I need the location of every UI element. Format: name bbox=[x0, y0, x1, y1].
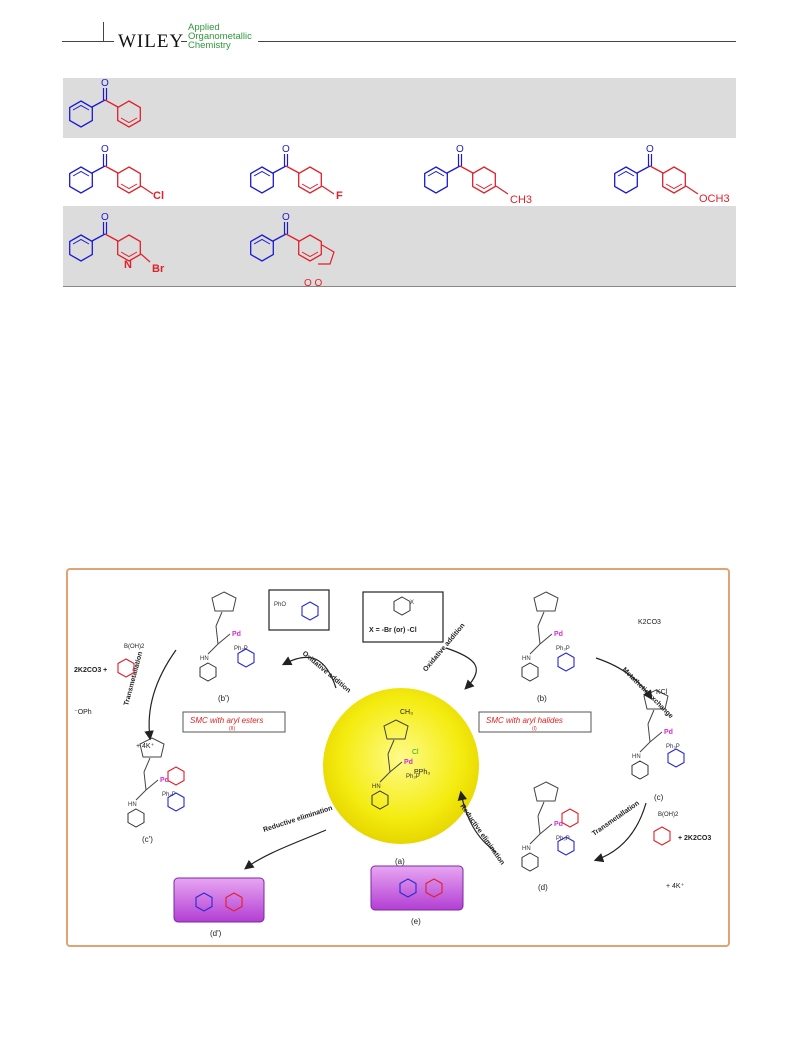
journal-title: Applied Organometallic Chemistry bbox=[188, 22, 252, 51]
methoxy-structure: OCH3 bbox=[615, 144, 730, 205]
benzodioxole-structure: O O bbox=[251, 212, 335, 289]
svg-text:X = -Br (or) -Cl: X = -Br (or) -Cl bbox=[369, 627, 417, 634]
arrow-oxadd-left bbox=[281, 656, 337, 689]
arrow-metathetic bbox=[595, 657, 653, 700]
table-row-1 bbox=[63, 78, 736, 138]
svg-text:(c): (c) bbox=[654, 793, 664, 802]
svg-text:OCH3: OCH3 bbox=[699, 193, 730, 205]
svg-text:(b'): (b') bbox=[218, 694, 230, 703]
svg-text:(c'): (c') bbox=[142, 835, 153, 844]
header-tick bbox=[103, 22, 104, 42]
benzophenone-structure bbox=[70, 78, 141, 127]
arrow-oxadd-right bbox=[445, 647, 477, 690]
svg-text:Reductive elimination: Reductive elimination bbox=[458, 803, 505, 866]
svg-text:B(OH)2: B(OH)2 bbox=[658, 812, 679, 818]
complex-bp bbox=[200, 592, 255, 681]
svg-text:Cl: Cl bbox=[153, 190, 164, 202]
methyl-structure: CH3 bbox=[425, 144, 532, 206]
svg-text:+ 4K⁺: + 4K⁺ bbox=[666, 883, 685, 890]
catalyst-a-structure: Cl PPh₃ CH₃ bbox=[372, 709, 430, 809]
svg-text:+ 4K⁺: + 4K⁺ bbox=[136, 743, 155, 750]
svg-text:CH₃: CH₃ bbox=[400, 709, 413, 716]
mechanism-scheme: Pd HN Ph₃P Cl PPh₃ CH₃ (a) SMC with aryl… bbox=[74, 589, 711, 938]
label-a: (a) bbox=[395, 857, 405, 866]
header-rule-left bbox=[62, 41, 114, 42]
bromopyridine-structure: N Br bbox=[70, 212, 165, 275]
svg-text:SMC with aryl halides: SMC with aryl halides bbox=[486, 716, 563, 725]
svg-text:SMC with aryl esters: SMC with aryl esters bbox=[190, 716, 263, 725]
svg-text:KCl: KCl bbox=[656, 689, 668, 696]
header-rule-right bbox=[258, 41, 736, 42]
svg-text:+ 2K2CO3: + 2K2CO3 bbox=[678, 835, 711, 842]
table-bottom-rule bbox=[63, 286, 736, 287]
complex-cp bbox=[128, 738, 185, 827]
table-structures: O Cl F CH3 OCH3 NBr O O bbox=[0, 0, 730, 289]
arrow-transmet-right bbox=[593, 802, 647, 863]
aryl-ester-box bbox=[268, 589, 330, 631]
arrow-redelim-right bbox=[457, 790, 497, 853]
complex-b bbox=[522, 592, 575, 681]
product-e-box bbox=[370, 865, 464, 911]
box-aryl-esters bbox=[182, 711, 286, 733]
fluoro-structure: F bbox=[251, 144, 343, 202]
svg-text:(e): (e) bbox=[411, 917, 421, 926]
svg-text:⁻OPh: ⁻OPh bbox=[74, 709, 92, 716]
svg-text:F: F bbox=[336, 190, 343, 202]
svg-text:(II): (II) bbox=[229, 726, 235, 732]
svg-text:Cl: Cl bbox=[412, 749, 419, 756]
svg-text:(d): (d) bbox=[538, 883, 548, 892]
svg-text:Br: Br bbox=[152, 263, 165, 275]
journal-header: WILEY Applied Organometallic Chemistry bbox=[0, 0, 793, 60]
svg-text:Oxidative addition: Oxidative addition bbox=[301, 650, 352, 694]
svg-text:N: N bbox=[124, 259, 132, 271]
svg-text:K2CO3: K2CO3 bbox=[638, 619, 661, 626]
arrow-redelim-left bbox=[244, 829, 327, 870]
complex-d bbox=[522, 782, 579, 871]
svg-text:(I): (I) bbox=[532, 726, 537, 732]
catalyst-sphere bbox=[323, 688, 479, 844]
svg-text:(d'): (d') bbox=[210, 929, 222, 938]
product-dp-box bbox=[173, 877, 265, 923]
svg-text:CH3: CH3 bbox=[510, 194, 532, 206]
svg-text:B(OH)2: B(OH)2 bbox=[124, 644, 145, 650]
chloro-structure: Cl bbox=[70, 144, 164, 202]
svg-text:O O: O O bbox=[304, 278, 323, 289]
svg-text:X: X bbox=[410, 600, 414, 606]
svg-text:2K2CO3 +: 2K2CO3 + bbox=[74, 667, 107, 674]
header-rule-mid bbox=[181, 41, 187, 42]
aryl-halide-box bbox=[362, 591, 444, 643]
svg-text:Reductive elimination: Reductive elimination bbox=[262, 805, 333, 834]
arrow-transmet-left bbox=[144, 649, 177, 741]
box-aryl-halides bbox=[478, 711, 592, 733]
svg-text:(b): (b) bbox=[537, 694, 547, 703]
svg-text:PhO: PhO bbox=[274, 602, 286, 608]
table-row-3 bbox=[63, 206, 736, 286]
publisher-logo: WILEY bbox=[118, 31, 185, 52]
svg-text:PPh₃: PPh₃ bbox=[414, 769, 430, 776]
